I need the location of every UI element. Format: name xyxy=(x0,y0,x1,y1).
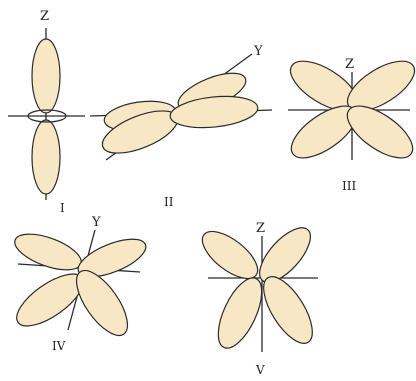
diagram-5-lobe-upper-left xyxy=(201,230,259,280)
diagram-4: Y IV xyxy=(14,215,147,353)
diagram-5-axis-label: Z xyxy=(256,221,265,236)
diagram-5-lobe-lower-right xyxy=(263,276,313,344)
diagram-3-lobe-lower-right xyxy=(346,105,414,159)
diagram-3: Z III xyxy=(288,57,416,193)
diagram-4-number: IV xyxy=(52,339,66,353)
diagram-4-lobe-upper-right xyxy=(77,238,147,278)
diagram-1-axis-label: Z xyxy=(40,9,49,24)
diagram-5-number: V xyxy=(255,363,265,377)
diagram-2-number: II xyxy=(164,195,174,209)
diagram-2-lobe-right-front xyxy=(169,95,259,129)
diagram-2: Y II xyxy=(89,44,273,209)
diagram-2-axis-label: Y xyxy=(253,44,263,59)
diagram-4-axis-label: Y xyxy=(91,215,101,230)
diagram-1-torus-ring xyxy=(27,109,67,123)
diagram-3-axis-label: Z xyxy=(345,57,354,72)
diagram-5-lobe-upper-right xyxy=(259,227,311,283)
diagram-3-number: III xyxy=(342,179,356,193)
diagram-4-lobe-lower-right xyxy=(75,269,129,337)
diagram-1-upper-lobe xyxy=(31,38,61,114)
diagram-1-number: I xyxy=(60,201,65,215)
diagram-1: Z I xyxy=(8,9,85,215)
diagram-4-lobe-upper-left xyxy=(14,233,82,271)
diagram-5-lobe-lower-left xyxy=(217,277,263,349)
diagram-1-lower-lobe xyxy=(31,119,61,195)
diagram-5: Z V xyxy=(201,221,318,377)
